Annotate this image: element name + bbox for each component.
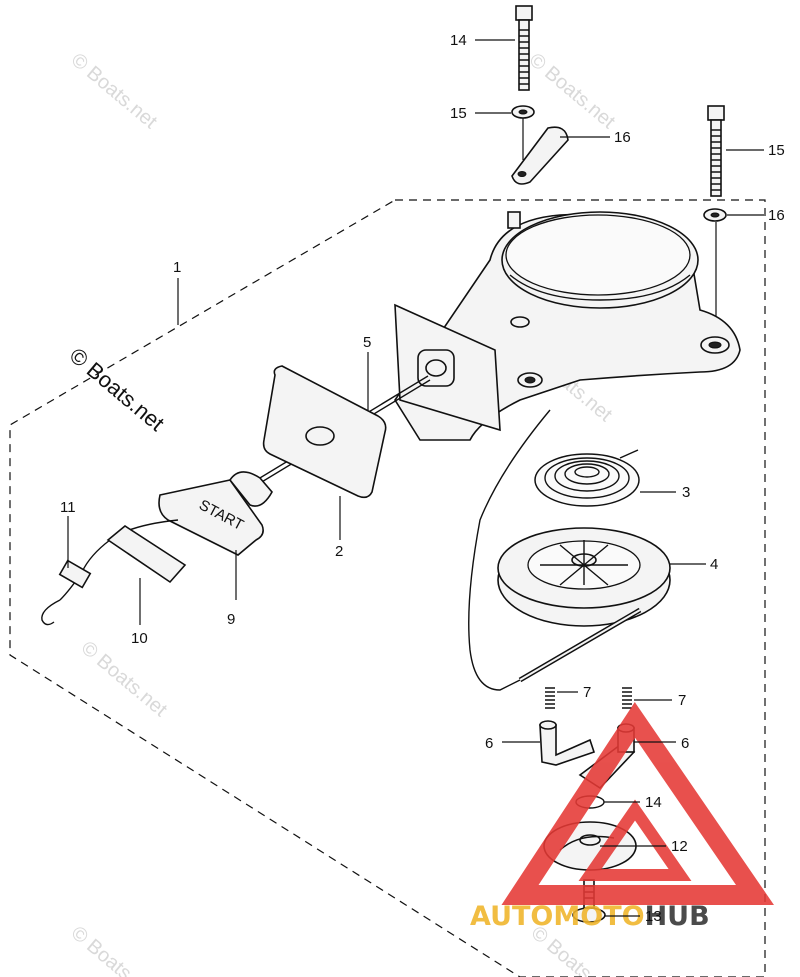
callout-label: 6 — [485, 735, 493, 752]
brand-logo: AUTOMOTOHUB — [470, 702, 774, 932]
callout-label: 3 — [682, 484, 690, 501]
callout-label: 12 — [671, 838, 688, 855]
spiral-spring-3 — [534, 449, 640, 507]
callouts: 14 15 16 15 16 1 5 3 4 2 11 10 9 7 7 6 6 — [60, 32, 785, 925]
bolt-14-b — [707, 105, 725, 197]
plate-16 — [511, 126, 569, 185]
brand-triangle — [501, 702, 774, 905]
rope-tail — [59, 519, 179, 601]
callout-label: 6 — [681, 735, 689, 752]
ratchet-6-a — [539, 720, 596, 766]
callout-label: 10 — [131, 630, 148, 647]
starter-housing — [394, 211, 741, 441]
callout-label: 13 — [645, 908, 662, 925]
svg-text:AUTOMOTOHUB: AUTOMOTOHUB — [470, 901, 710, 932]
clip-13 — [58, 559, 92, 589]
callout-label: 9 — [227, 611, 235, 628]
callout-label: 7 — [583, 684, 591, 701]
callout-label: 15 — [768, 142, 785, 159]
callout-label: 5 — [363, 334, 371, 351]
callout-label: 11 — [60, 499, 76, 516]
watermark: © Boats.net — [525, 49, 620, 133]
callout-label: 16 — [768, 207, 785, 224]
brand-auto: AUTO — [470, 901, 553, 932]
assembly-boundary — [9, 199, 766, 977]
spring-7-a — [545, 687, 555, 709]
callout-label: 2 — [335, 543, 343, 560]
callout-label: 14 — [450, 32, 467, 49]
copyright-text: © Boats.net — [65, 343, 169, 436]
callout-label: 15 — [450, 105, 467, 122]
callout-label: 16 — [614, 129, 631, 146]
callout-label: 1 — [173, 259, 181, 276]
callout-label: 14 — [645, 794, 662, 811]
callout-label: 4 — [710, 556, 718, 573]
watermark: © Boats.net — [67, 49, 162, 133]
start-handle-11: START — [158, 471, 273, 556]
watermark: © Boats.net — [67, 922, 162, 977]
watermark-layer: © Boats.net © Boats.net © Boats.net © Bo… — [67, 49, 622, 977]
brand-hub: HUB — [645, 901, 710, 932]
rope-reel-4 — [497, 527, 671, 683]
grommet-plate-2 — [262, 365, 387, 499]
bolt-14-a — [515, 5, 533, 91]
rope-guide-line — [468, 409, 551, 691]
watermark: © Boats.net — [77, 637, 172, 721]
cushion-12 — [106, 525, 187, 584]
callout-label: 7 — [678, 692, 686, 709]
spring-7-b — [622, 687, 632, 709]
